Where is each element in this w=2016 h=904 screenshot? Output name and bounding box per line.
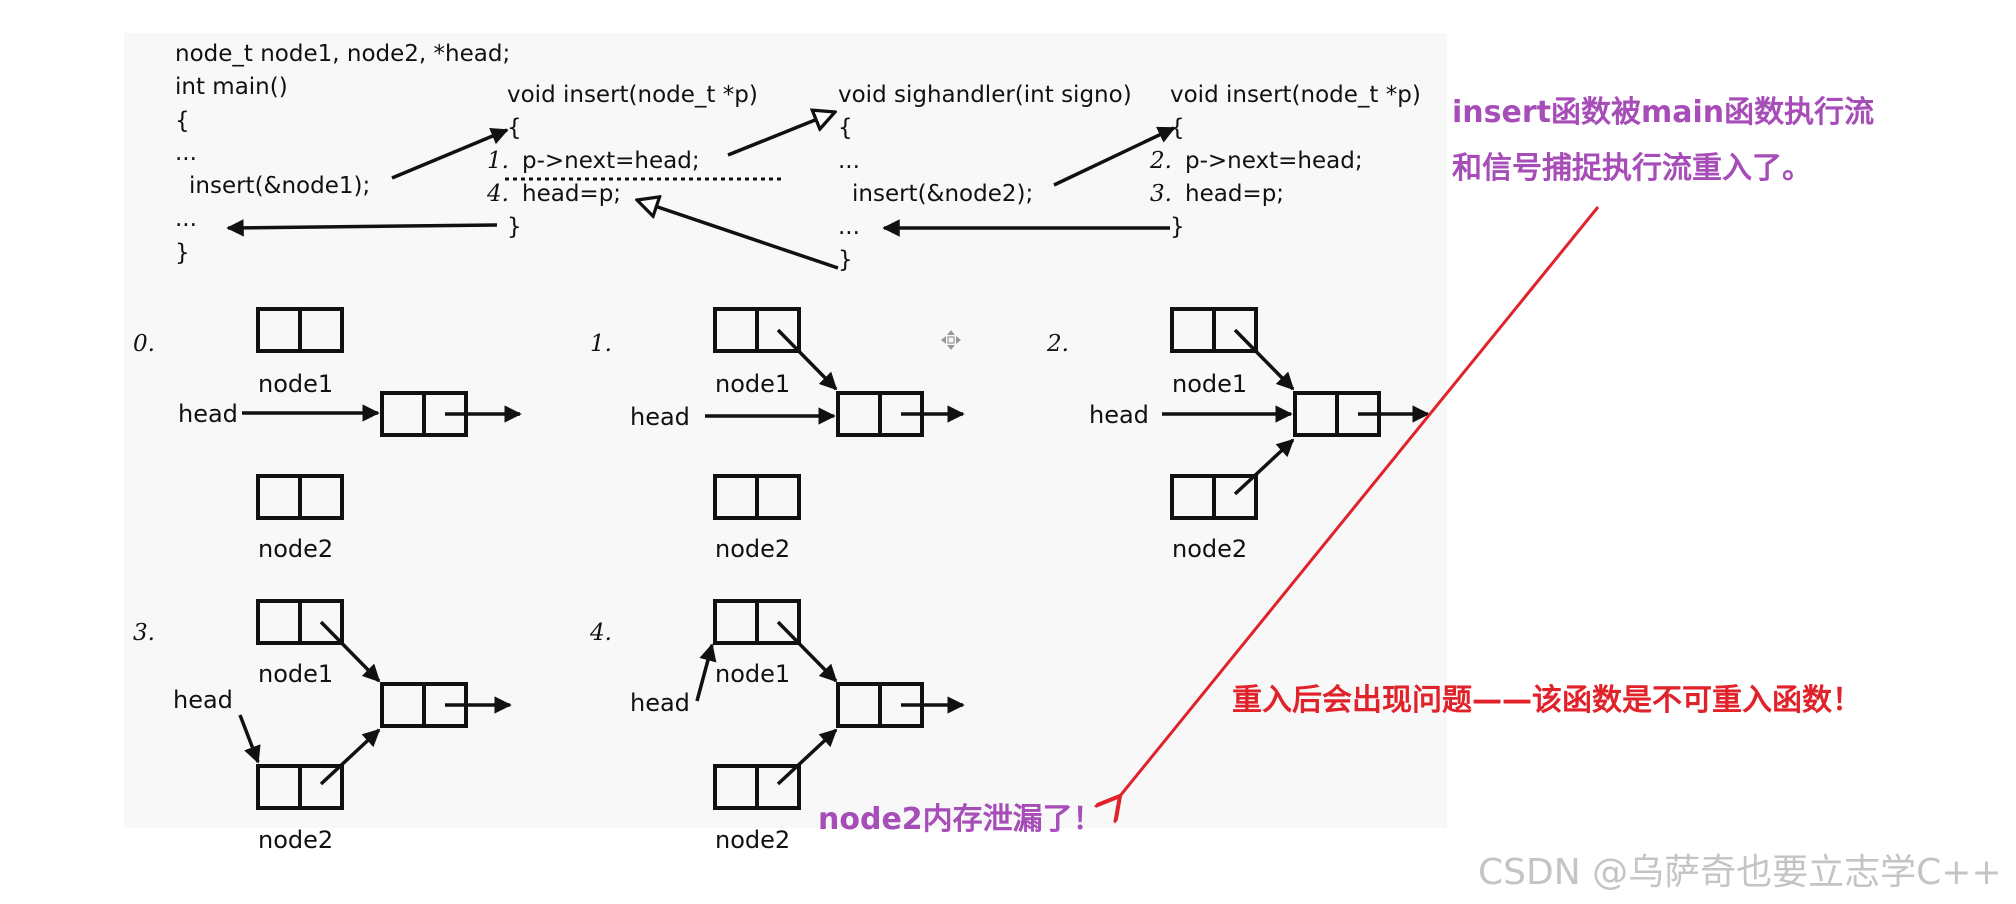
state-0-node2-label: node2 (258, 535, 333, 563)
code-sighandler-ellipsis-2: ... (838, 214, 860, 240)
state-3-node1-next-arrow (319, 620, 381, 683)
diagram-background (124, 33, 1447, 828)
code-main-open-brace: { (175, 108, 190, 134)
code-insert2-step3: head=p; (1185, 181, 1284, 207)
code-main-insert-call: insert(&node1); (189, 173, 370, 199)
code-main-close-brace: } (175, 240, 190, 266)
state-3-diagram: 3. node1 head node2 (133, 599, 512, 854)
code-insert1-step1: p->next=head; (522, 148, 700, 174)
insert-code-2: void insert(node_t *p) { 2. p->next=head… (1149, 82, 1421, 240)
sighandler-code: void sighandler(int signo) { ... insert(… (838, 82, 1132, 273)
state-1-node1-label: node1 (715, 370, 790, 398)
state-4-head-arrow (695, 643, 717, 702)
code-insert1-step4: head=p; (522, 181, 621, 207)
signal-arrow-to-sighandler (727, 112, 835, 157)
state-1-node2-box (713, 474, 801, 520)
signal-return-arrow (637, 200, 839, 270)
state-2-head-label: head (1089, 401, 1149, 429)
state-0-node2-box (256, 474, 344, 520)
state-1-node2-label: node2 (715, 535, 790, 563)
code-insert1-step1-number: 1. (487, 148, 509, 174)
code-sighandler-open-brace: { (838, 115, 853, 141)
state-4-node1-next-arrow (776, 620, 838, 683)
code-main-signature: int main() (175, 74, 288, 100)
code-insert2-close-brace: } (1170, 214, 1185, 240)
code-insert2-step2: p->next=head; (1185, 148, 1363, 174)
insert-code-1: void insert(node_t *p) { 1. p->next=head… (486, 82, 758, 240)
state-3-node2-next-arrow (319, 728, 381, 786)
state-4-head-label: head (630, 689, 690, 717)
annotation-reentered-line2: 和信号捕捉执行流重入了。 (1452, 151, 1812, 186)
state-3-label: 3. (133, 620, 155, 646)
state-0-label: 0. (133, 331, 155, 357)
annotation-node2-leak: node2内存泄漏了！ (818, 802, 1103, 837)
state-2-node2-label: node2 (1172, 535, 1247, 563)
state-1-head-label: head (630, 403, 690, 431)
code-insert1-signature: void insert(node_t *p) (507, 82, 758, 108)
state-4-label: 4. (589, 620, 612, 646)
state-3-node2-label: node2 (258, 826, 333, 854)
call-arrow-sighandler-to-insert (1053, 126, 1176, 187)
code-sighandler-signature: void sighandler(int signo) (838, 82, 1132, 108)
state-3-head-label: head (173, 686, 233, 714)
state-4-node1-label: node1 (715, 660, 790, 688)
state-3-node2-box (256, 764, 344, 810)
state-0-node1-label: node1 (258, 370, 333, 398)
return-arrow-insert-to-main (226, 219, 498, 237)
state-2-diagram: 2. node1 head node2 (1046, 307, 1430, 563)
state-3-node1-label: node1 (258, 660, 333, 688)
code-insert1-step4-number: 4. (486, 181, 509, 207)
code-insert2-signature: void insert(node_t *p) (1170, 82, 1421, 108)
state-2-node1-label: node1 (1172, 370, 1247, 398)
annotation-reentered-line1: insert函数被main函数执行流 (1452, 95, 1874, 130)
code-insert1-close-brace: } (507, 214, 522, 240)
code-insert2-step3-number: 3. (1150, 181, 1172, 207)
state-0-head-label: head (178, 400, 238, 428)
code-insert2-step2-number: 2. (1149, 148, 1172, 174)
code-main-ellipsis-2: ... (175, 206, 197, 232)
state-2-node2-next-arrow (1233, 438, 1295, 496)
state-2-node1-next-arrow (1233, 328, 1295, 391)
code-insert1-open-brace: { (507, 115, 522, 141)
state-1-diagram: 1. node1 head node2 (590, 307, 965, 563)
csdn-watermark: CSDN @乌萨奇也要立志学C++ (1478, 852, 2002, 893)
state-2-node2-box (1170, 474, 1258, 520)
state-4-node2-next-arrow (776, 728, 838, 786)
call-arrow-main-to-insert (391, 127, 509, 180)
state-0-diagram: 0. node1 head node2 (133, 307, 522, 563)
state-1-label: 1. (590, 331, 612, 357)
main-code: node_t node1, node2, *head; int main() {… (175, 41, 510, 266)
control-flow-arrows (226, 112, 1176, 270)
state-0-node1-box (256, 307, 344, 353)
state-2-label: 2. (1046, 331, 1069, 357)
code-main-ellipsis-1: ... (175, 140, 197, 166)
state-3-node1-box (256, 599, 344, 645)
state-3-head-arrow (238, 714, 261, 764)
code-sighandler-close-brace: } (838, 247, 853, 273)
state-1-node1-box (713, 307, 801, 353)
state-2-node1-box (1170, 307, 1258, 353)
annotation-non-reentrant: 重入后会出现问题——该函数是不可重入函数！ (1232, 683, 1862, 718)
red-annotation-arrow (1120, 206, 1600, 796)
state-4-node1-box (713, 599, 801, 645)
code-main-decl: node_t node1, node2, *head; (175, 41, 510, 67)
state-4-node2-label: node2 (715, 826, 790, 854)
state-4-node2-box (713, 764, 801, 810)
state-4-diagram: 4. node1 head node2 (589, 599, 965, 854)
state-1-node1-next-arrow (776, 328, 838, 391)
move-cursor-icon (941, 330, 961, 350)
code-sighandler-insert-call: insert(&node2); (852, 181, 1033, 207)
code-sighandler-ellipsis-1: ... (838, 148, 860, 174)
